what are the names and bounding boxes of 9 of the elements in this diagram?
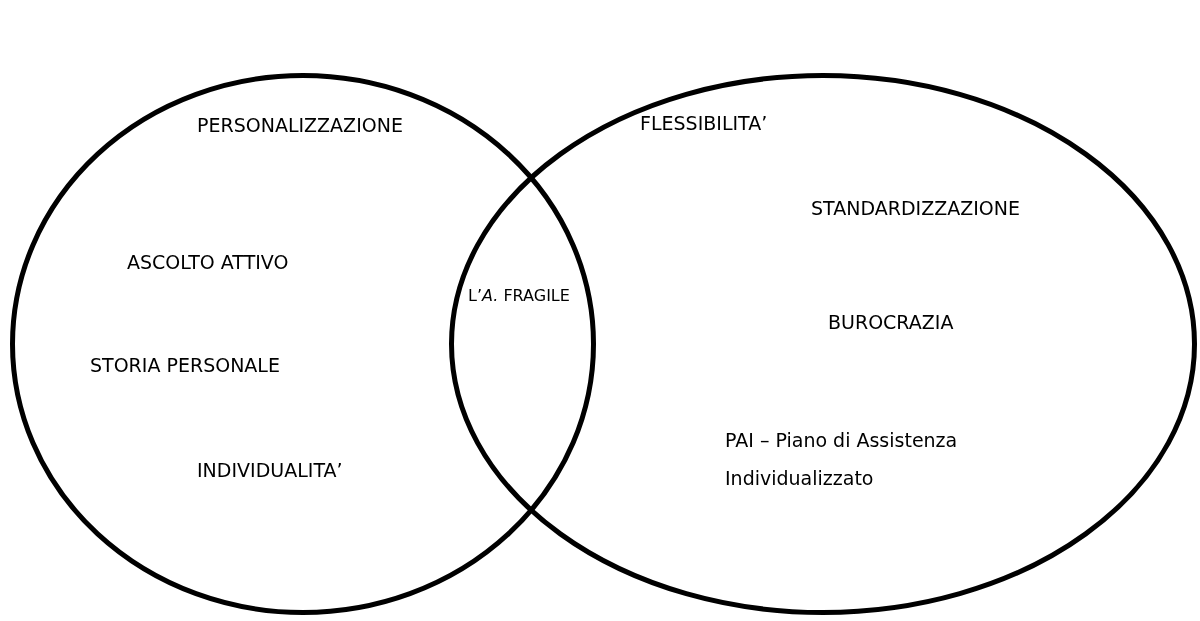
venn-item-label: PAI – Piano di Assistenza Individualizzato <box>725 428 959 491</box>
intersection-label: L’A. FRAGILE <box>468 285 570 307</box>
venn-item-label: BUROCRAZIA <box>828 310 954 335</box>
venn-item-label: INDIVIDUALITA’ <box>197 458 343 483</box>
venn-item-label: PERSONALIZZAZIONE <box>197 113 403 138</box>
venn-item-label: ASCOLTO ATTIVO <box>127 250 289 275</box>
venn-item-label: FLESSIBILITA’ <box>640 111 768 136</box>
venn-item-label: STORIA PERSONALE <box>90 353 280 378</box>
venn-item-label: STANDARDIZZAZIONE <box>811 196 1020 221</box>
